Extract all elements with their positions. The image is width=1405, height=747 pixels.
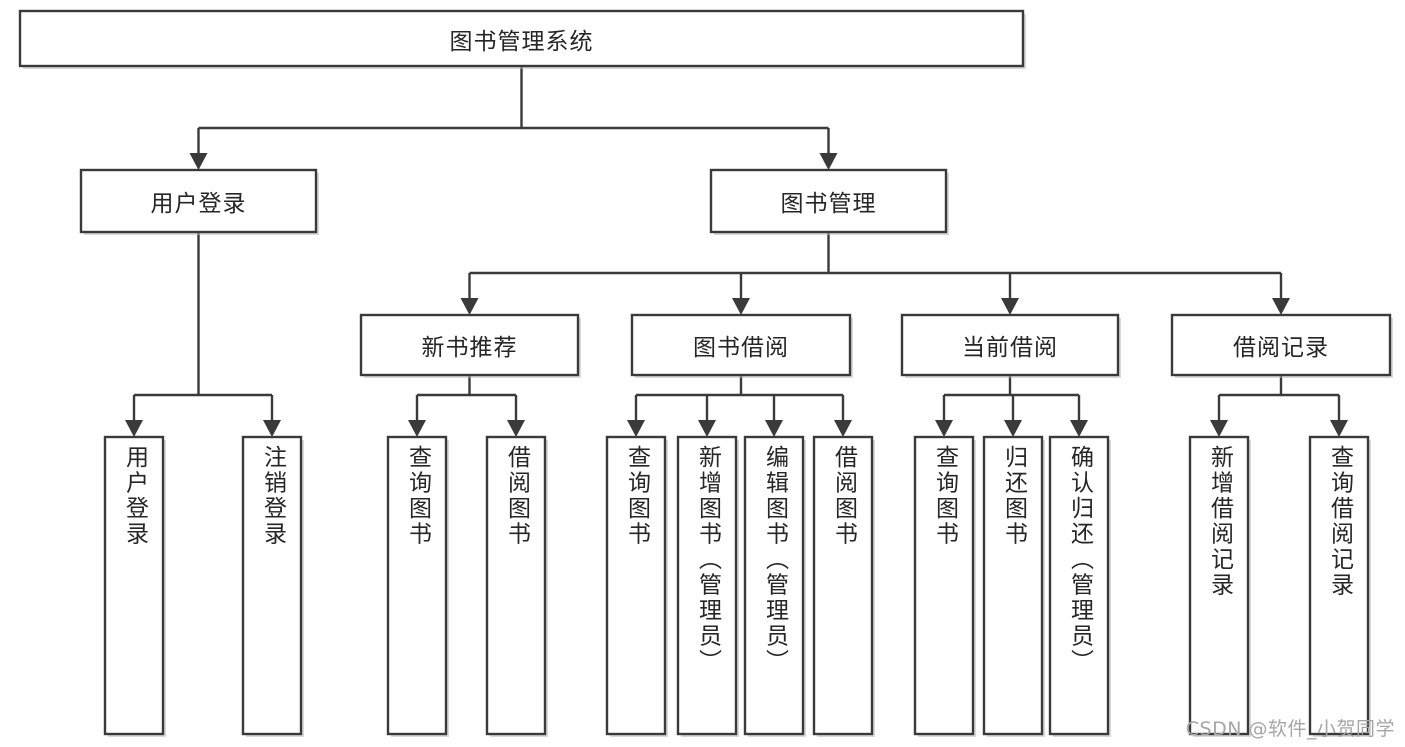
- edge-group-from-current-borrow: [935, 375, 1088, 437]
- node-rect[interactable]: [241, 435, 303, 736]
- node-book-borrow[interactable]: [630, 313, 853, 378]
- node-leaf-borrow-book-2[interactable]: [812, 435, 875, 737]
- node-leaf-borrow-book-1[interactable]: [485, 435, 548, 737]
- arrow-head-icon: [263, 420, 281, 437]
- edge-group-from-borrow-record: [1210, 375, 1348, 437]
- node-leaf-logout[interactable]: [241, 435, 304, 737]
- node-rect[interactable]: [359, 313, 580, 377]
- node-rect[interactable]: [79, 168, 318, 234]
- node-rect[interactable]: [630, 313, 852, 377]
- node-current-borrow[interactable]: [900, 313, 1121, 378]
- arrow-head-icon: [1330, 420, 1348, 437]
- node-rect[interactable]: [103, 435, 165, 736]
- edge-group-from-new-book-recommend: [408, 375, 525, 437]
- node-leaf-query-book-1[interactable]: [386, 435, 449, 737]
- node-book-manage[interactable]: [709, 168, 949, 235]
- arrow-head-icon: [460, 298, 479, 315]
- arrow-head-icon: [1272, 298, 1290, 315]
- node-rect[interactable]: [913, 435, 975, 736]
- node-rect[interactable]: [1188, 435, 1250, 736]
- arrow-head-icon: [819, 153, 838, 170]
- arrow-head-icon: [1070, 420, 1088, 437]
- node-leaf-return-book[interactable]: [982, 435, 1045, 737]
- node-leaf-user-login[interactable]: [103, 435, 166, 737]
- arrow-head-icon: [408, 420, 426, 437]
- node-leaf-edit-book[interactable]: [743, 435, 806, 737]
- boxes-layer: [18, 9, 1393, 737]
- node-leaf-query-book-3[interactable]: [913, 435, 976, 737]
- node-rect[interactable]: [1048, 435, 1110, 736]
- node-leaf-add-book[interactable]: [676, 435, 739, 737]
- arrow-head-icon: [507, 420, 525, 437]
- node-rect[interactable]: [18, 9, 1025, 68]
- arrow-head-icon: [698, 420, 716, 437]
- edge-group-from-user-login: [125, 232, 281, 437]
- node-rect[interactable]: [982, 435, 1044, 736]
- node-rect[interactable]: [386, 435, 448, 736]
- edges-layer: [125, 66, 1348, 437]
- arrow-head-icon: [125, 420, 143, 437]
- node-rect[interactable]: [485, 435, 547, 736]
- node-rect[interactable]: [1170, 313, 1392, 377]
- edge-group-from-book-borrow: [627, 375, 852, 437]
- node-new-book-recommend[interactable]: [359, 313, 581, 378]
- arrow-head-icon: [834, 420, 852, 437]
- node-root[interactable]: [18, 9, 1026, 69]
- edge-group-from-root: [189, 66, 838, 170]
- arrow-head-icon: [189, 153, 208, 170]
- arrow-head-icon: [935, 420, 953, 437]
- node-user-login[interactable]: [79, 168, 319, 235]
- node-rect[interactable]: [1308, 435, 1370, 736]
- node-rect[interactable]: [900, 313, 1120, 377]
- node-rect[interactable]: [743, 435, 805, 736]
- arrow-head-icon: [1001, 298, 1019, 315]
- arrow-head-icon: [1004, 420, 1022, 437]
- edge-group-from-book-manage: [460, 232, 1290, 315]
- node-rect[interactable]: [709, 168, 948, 234]
- node-rect[interactable]: [605, 435, 667, 736]
- arrow-head-icon: [732, 298, 750, 315]
- node-leaf-add-record[interactable]: [1188, 435, 1251, 737]
- node-rect[interactable]: [676, 435, 738, 736]
- arrow-head-icon: [765, 420, 783, 437]
- arrow-head-icon: [627, 420, 645, 437]
- node-leaf-query-book-2[interactable]: [605, 435, 668, 737]
- node-leaf-confirm-return[interactable]: [1048, 435, 1111, 737]
- arrow-head-icon: [1210, 420, 1228, 437]
- node-leaf-query-record[interactable]: [1308, 435, 1371, 737]
- node-borrow-record[interactable]: [1170, 313, 1393, 378]
- node-rect[interactable]: [812, 435, 874, 736]
